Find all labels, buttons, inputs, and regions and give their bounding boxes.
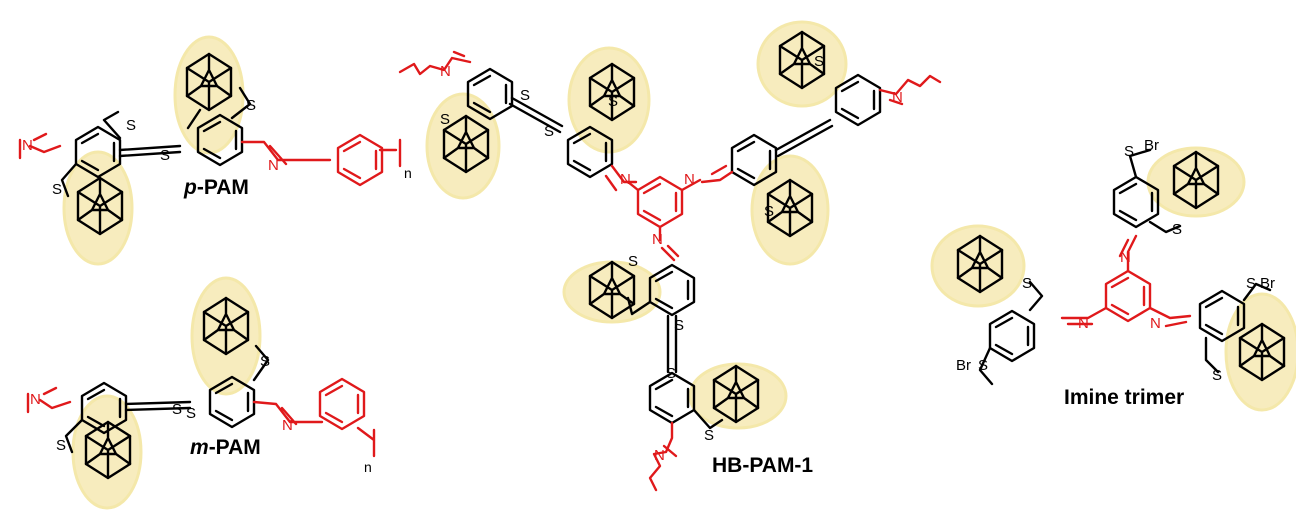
benzene-ring [988,309,1036,363]
nitrogen-atom: N [282,417,293,434]
nitrogen-atom: N [440,63,451,80]
central-phenylene-core [1104,269,1152,323]
sulfur-atom: S [160,147,170,164]
central-phenylene-core [636,175,684,229]
sulfur-atom: S [186,405,196,422]
sulfur-atom: S [978,357,988,374]
nitrogen-atom: N [1078,315,1089,332]
imine-trimer-structure: N N N S Br S S Br S S Br S Imine trimer [930,137,1296,412]
adamantane-highlight [688,362,788,430]
nitrogen-atom: N [892,89,903,106]
sulfur-atom: S [56,437,66,454]
sulfur-atom: S [1246,275,1256,292]
nitrogen-atom: N [654,447,665,464]
sulfur-atom: S [126,117,136,134]
sulfur-atom: S [1124,143,1134,160]
sulfur-atom: S [704,427,714,444]
p-pam-label: p-PAM [183,176,249,199]
nitrogen-atom: N [22,137,33,154]
imine-trimer-label: Imine trimer [1064,386,1184,409]
sulfur-atom: S [544,123,554,140]
nitrogen-atom: N [1120,249,1131,266]
sulfur-atom: S [1212,367,1222,384]
sulfur-atom: S [172,401,182,418]
sulfur-atom: S [520,87,530,104]
bromine-atom: Br [1144,137,1159,154]
sulfur-atom: S [814,53,824,70]
sulfur-atom: S [1022,275,1032,292]
bromine-atom: Br [956,357,971,374]
repeat-unit-n: n [404,165,412,181]
hb-pam-1-structure: N S S S S N S S N N N N S S S S HB-PAM-1 [398,20,942,492]
m-pam-structure: S S S S N N n m-PAM [26,276,376,510]
nitrogen-atom: N [268,157,279,174]
sulfur-atom: S [608,93,618,110]
nitrogen-atom: N [1150,315,1161,332]
bromine-atom: Br [1260,275,1275,292]
adamantane-highlight [425,92,501,200]
hb-pam-1-label: HB-PAM-1 [712,454,813,477]
phenylene-linker [318,377,366,431]
adamantane-highlight [930,224,1026,308]
p-pam-structure: S S S S N N n p-PAM [18,35,412,266]
nitrogen-atom: N [652,231,663,248]
sulfur-atom: S [440,111,450,128]
m-pam-label: m-PAM [190,436,261,459]
nitrogen-atom: N [684,171,695,188]
sulfur-atom: S [246,97,256,114]
sulfur-atom: S [674,317,684,334]
sulfur-atom: S [628,253,638,270]
nitrogen-atom: N [620,171,631,188]
repeat-unit-n: n [364,459,372,475]
sulfur-atom: S [764,203,774,220]
sulfur-atom: S [52,181,62,198]
nitrogen-atom: N [30,391,41,408]
sulfur-atom: S [1172,221,1182,238]
sulfur-atom: S [260,353,270,370]
adamantane-highlight [62,150,134,266]
phenylene-linker [336,133,384,187]
sulfur-atom: S [666,365,676,382]
